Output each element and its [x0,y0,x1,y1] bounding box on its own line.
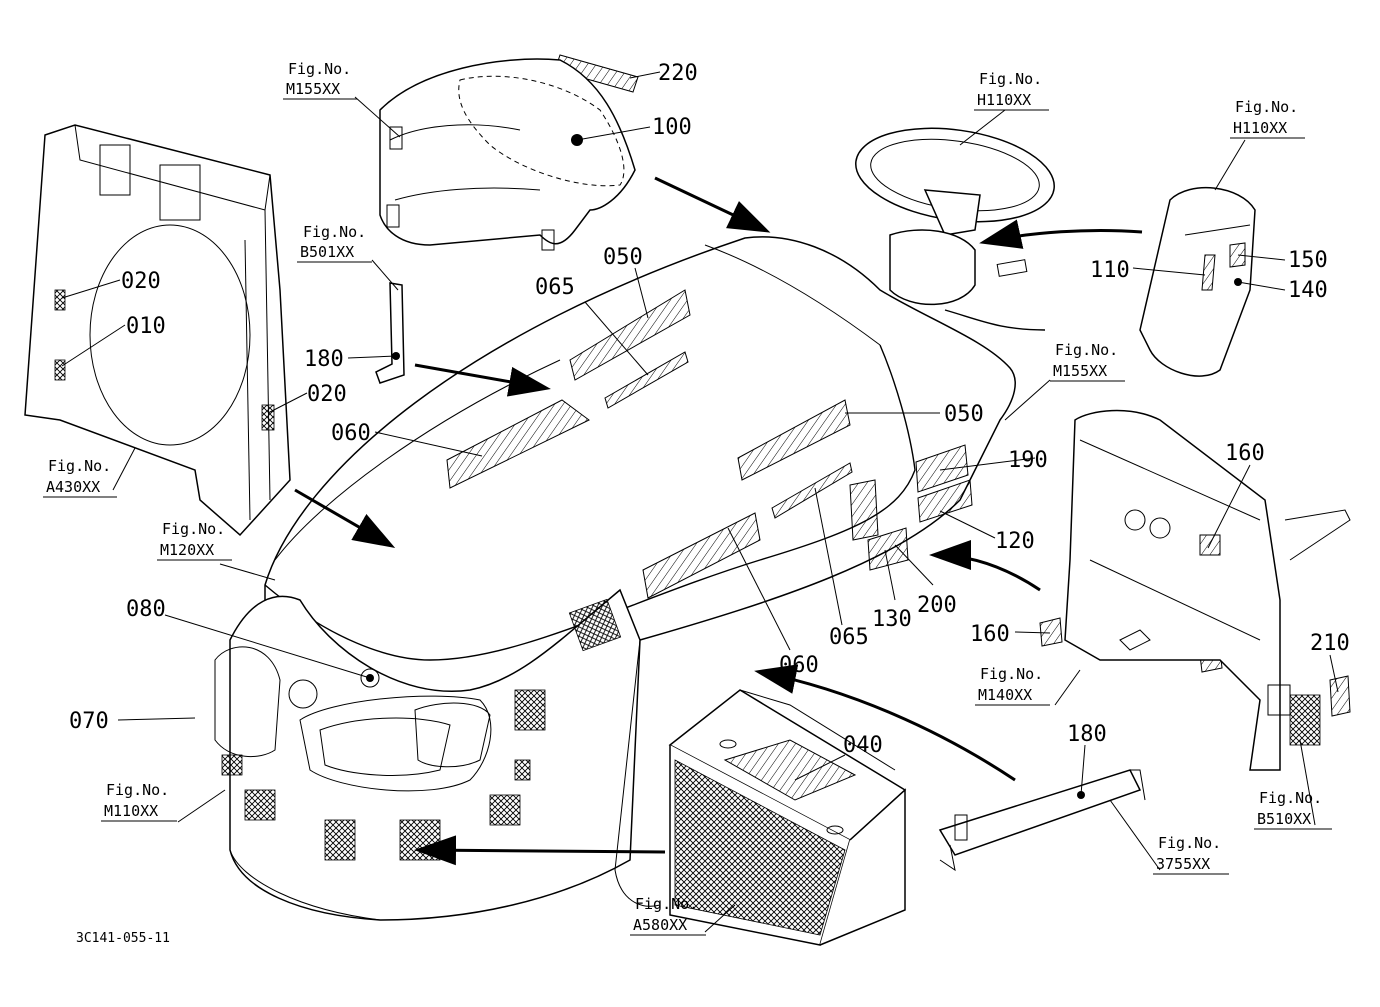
fig-reference-h110xx-steering[interactable]: Fig.No. H110XX [974,70,1049,111]
part-label-040[interactable]: 040 [843,733,883,758]
fig-reference-b501xx[interactable]: Fig.No. B501XX [297,223,372,263]
part-label-010[interactable]: 010 [126,314,166,339]
steering-assembly [855,127,1055,331]
svg-text:Fig.No.: Fig.No. [288,60,351,78]
svg-text:Fig.No.: Fig.No. [635,895,698,913]
part-label-050[interactable]: 050 [603,245,643,270]
radiator-shroud [24,124,291,537]
fig-reference-m155xx-right[interactable]: Fig.No. M155XX [1050,341,1125,382]
svg-text:Fig.No.: Fig.No. [106,781,169,799]
part-label-220[interactable]: 220 [658,61,698,86]
fig-reference-m120xx[interactable]: Fig.No. M120XX [157,520,232,561]
part-label-120[interactable]: 120 [995,529,1035,554]
svg-text:M120XX: M120XX [160,541,214,559]
svg-text:Fig.No.: Fig.No. [48,457,111,475]
part-label-050-b[interactable]: 050 [944,402,984,427]
part-label-020-b[interactable]: 020 [307,382,347,407]
direction-arrows [294,176,1143,866]
hood-assembly [214,236,1016,921]
part-label-080[interactable]: 080 [126,597,166,622]
part-label-210[interactable]: 210 [1310,631,1350,656]
upper-cowl [379,58,636,251]
svg-text:M155XX: M155XX [286,80,340,98]
fig-reference-a430xx[interactable]: Fig.No. A430XX [43,457,117,498]
svg-text:Fig.No.: Fig.No. [1158,834,1221,852]
part-label-100[interactable]: 100 [652,115,692,140]
fig-reference-b510xx[interactable]: Fig.No. B510XX [1254,789,1332,830]
fig-reference-m155xx-top[interactable]: Fig.No. M155XX [283,60,357,100]
part-label-180-b[interactable]: 180 [1067,722,1107,747]
svg-text:Fig.No.: Fig.No. [162,520,225,538]
rear-frame [1064,409,1351,771]
svg-text:H110XX: H110XX [977,91,1031,109]
svg-text:M140XX: M140XX [978,686,1032,704]
bracket [375,282,405,384]
leader-lines [61,71,1339,933]
fig-reference-m110xx[interactable]: Fig.No. M110XX [101,781,177,822]
svg-text:A580XX: A580XX [633,916,687,934]
svg-text:Fig.No.: Fig.No. [1235,98,1298,116]
svg-text:B501XX: B501XX [300,243,354,261]
part-label-110[interactable]: 110 [1090,258,1130,283]
part-label-200[interactable]: 200 [917,593,957,618]
fig-reference-a580xx[interactable]: Fig.No. A580XX [630,895,706,936]
part-label-190[interactable]: 190 [1008,448,1048,473]
svg-text:Fig.No.: Fig.No. [979,70,1042,88]
rear-bracket [938,769,1146,872]
svg-text:Fig.No.: Fig.No. [303,223,366,241]
fig-reference-3755xx[interactable]: Fig.No. 3755XX [1153,834,1229,875]
svg-text:A430XX: A430XX [46,478,100,496]
fig-reference-m140xx[interactable]: Fig.No. M140XX [975,665,1050,706]
svg-text:Fig.No.: Fig.No. [980,665,1043,683]
part-label-160[interactable]: 160 [1225,441,1265,466]
dash-cover [1139,187,1256,377]
part-label-150[interactable]: 150 [1288,248,1328,273]
part-label-140[interactable]: 140 [1288,278,1328,303]
part-label-065-b[interactable]: 065 [829,625,869,650]
connector [1267,684,1321,746]
svg-text:M110XX: M110XX [104,802,158,820]
svg-text:H110XX: H110XX [1233,119,1287,137]
part-label-180[interactable]: 180 [304,347,344,372]
svg-text:B510XX: B510XX [1257,810,1311,828]
part-label-160-b[interactable]: 160 [970,622,1010,647]
part-labels: 220 100 020 010 020 050 065 180 060 050 … [69,61,1350,758]
battery [668,689,907,946]
part-label-060[interactable]: 060 [331,421,371,446]
svg-text:3755XX: 3755XX [1156,855,1210,873]
fig-reference-h110xx-dash[interactable]: Fig.No. H110XX [1230,98,1305,139]
part-label-130[interactable]: 130 [872,607,912,632]
part-label-020[interactable]: 020 [121,269,161,294]
drawing-code: 3C141-055-11 [76,931,170,946]
part-label-070[interactable]: 070 [69,709,109,734]
part-label-060-b[interactable]: 060 [779,653,819,678]
svg-text:M155XX: M155XX [1053,362,1107,380]
svg-text:Fig.No.: Fig.No. [1055,341,1118,359]
svg-text:Fig.No.: Fig.No. [1259,789,1322,807]
part-label-065[interactable]: 065 [535,275,575,300]
